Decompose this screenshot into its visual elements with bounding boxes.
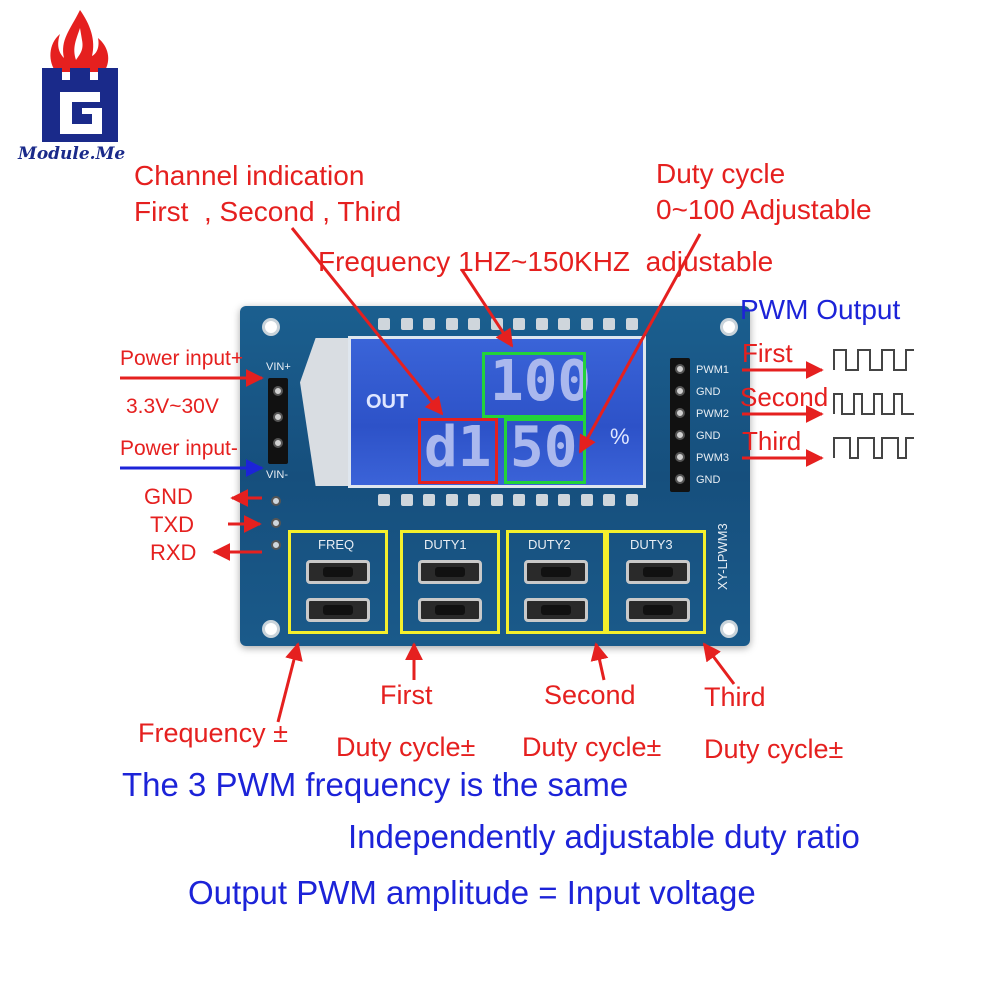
pin-label-gnd: GND bbox=[696, 474, 721, 486]
txd-pad bbox=[271, 518, 281, 528]
third-button-arrow bbox=[702, 642, 736, 685]
duty2-minus-button[interactable] bbox=[524, 598, 588, 622]
duty1-label: DUTY1 bbox=[424, 537, 467, 552]
duty-arrow bbox=[578, 233, 702, 454]
pin-label-gnd: GND bbox=[696, 430, 721, 442]
lcd-channel-value: d1 bbox=[424, 415, 492, 480]
voltage-range-label: 3.3V~30V bbox=[126, 395, 219, 418]
pwm1-waveform-icon bbox=[833, 349, 914, 371]
pwm3-waveform-icon bbox=[833, 437, 914, 459]
freq-plus-button[interactable] bbox=[306, 560, 370, 584]
duty1-plus-button[interactable] bbox=[418, 560, 482, 584]
gnd-label: GND bbox=[144, 484, 193, 509]
power-input-plus-label: Power input+ bbox=[120, 347, 244, 370]
pwm2-waveform-icon bbox=[833, 393, 914, 415]
pin-label-gnd: GND bbox=[696, 386, 721, 398]
logo-flame-icon bbox=[42, 10, 118, 142]
freq-label: FREQ bbox=[318, 537, 355, 552]
frequency-range: Frequency 1HZ~150KHZ adjustable bbox=[318, 246, 774, 277]
frequency-arrow bbox=[460, 269, 514, 348]
output-pin bbox=[675, 430, 685, 440]
logo-text: Module.Me bbox=[18, 144, 126, 164]
channel-indication-sub: First , Second , Third bbox=[134, 196, 402, 227]
button-third-label: Third bbox=[704, 682, 766, 712]
pin-label-pwm3: PWM3 bbox=[696, 452, 729, 464]
duty-pm-label-2: Duty cycle± bbox=[522, 732, 662, 762]
duty2-label: DUTY2 bbox=[528, 537, 571, 552]
freq-button-arrow bbox=[276, 642, 303, 723]
duty-cycle-title: Duty cycle bbox=[656, 158, 786, 189]
lcd-bottom-pins bbox=[378, 494, 638, 512]
txd-label: TXD bbox=[150, 512, 194, 537]
channel-highlight bbox=[418, 418, 498, 484]
duty3-label: DUTY3 bbox=[630, 537, 673, 552]
note-amplitude: Output PWM amplitude = Input voltage bbox=[188, 874, 756, 911]
lcd-out-label: OUT bbox=[366, 391, 409, 413]
pin-label-pwm1: PWM1 bbox=[696, 364, 729, 376]
freq-button-group bbox=[288, 530, 388, 634]
duty1-minus-button[interactable] bbox=[418, 598, 482, 622]
output-pin bbox=[675, 452, 685, 462]
pwm-output-title: PWM Output bbox=[740, 294, 901, 325]
duty1-button-group bbox=[400, 530, 500, 634]
channel-indication-title: Channel indication bbox=[134, 160, 365, 191]
duty2-plus-button[interactable] bbox=[524, 560, 588, 584]
output-pin bbox=[675, 474, 685, 484]
brand-logo bbox=[20, 10, 140, 170]
out-first-label: First bbox=[742, 338, 793, 368]
out-third-label: Third bbox=[742, 426, 802, 456]
gnd-pad bbox=[271, 496, 281, 506]
rxd-pad bbox=[271, 540, 281, 550]
frequency-highlight bbox=[482, 352, 586, 418]
power-pin bbox=[273, 438, 283, 448]
mount-hole bbox=[720, 620, 738, 638]
mount-hole bbox=[262, 318, 280, 336]
lcd-frequency-value: 100 bbox=[490, 349, 592, 414]
duty3-plus-button[interactable] bbox=[626, 560, 690, 584]
output-pin bbox=[675, 386, 685, 396]
duty2-button-group bbox=[506, 530, 606, 634]
freq-minus-button[interactable] bbox=[306, 598, 370, 622]
duty3-button-group bbox=[606, 530, 706, 634]
rxd-label: RXD bbox=[150, 540, 197, 565]
channel-arrow bbox=[290, 227, 444, 416]
button-second-label: Second bbox=[544, 680, 636, 710]
out-second-label: Second bbox=[740, 382, 829, 412]
duty-pm-label-3: Duty cycle± bbox=[704, 734, 844, 764]
lcd-top-pins bbox=[378, 318, 638, 336]
power-pin bbox=[273, 386, 283, 396]
mount-hole bbox=[720, 318, 738, 336]
mount-hole bbox=[262, 620, 280, 638]
duty3-minus-button[interactable] bbox=[626, 598, 690, 622]
pin-label-pwm2: PWM2 bbox=[696, 408, 729, 420]
power-pin bbox=[273, 412, 283, 422]
output-pin bbox=[675, 408, 685, 418]
vin-minus-silk: VIN- bbox=[266, 469, 288, 481]
button-first-label: First bbox=[380, 680, 433, 710]
frequency-pm-label: Frequency ± bbox=[138, 718, 288, 748]
duty-pm-label-1: Duty cycle± bbox=[336, 732, 476, 762]
note-same-frequency: The 3 PWM frequency is the same bbox=[122, 766, 629, 803]
duty-cycle-sub: 0~100 Adjustable bbox=[656, 194, 872, 225]
note-independent-duty: Independently adjustable duty ratio bbox=[348, 818, 860, 855]
second-button-arrow bbox=[590, 642, 609, 681]
lcd-duty-value: 50 bbox=[510, 415, 578, 480]
lcd-percent: % bbox=[610, 424, 630, 449]
output-pin bbox=[675, 364, 685, 374]
vin-plus-silk: VIN+ bbox=[266, 361, 291, 373]
power-input-minus-label: Power input- bbox=[120, 437, 238, 460]
